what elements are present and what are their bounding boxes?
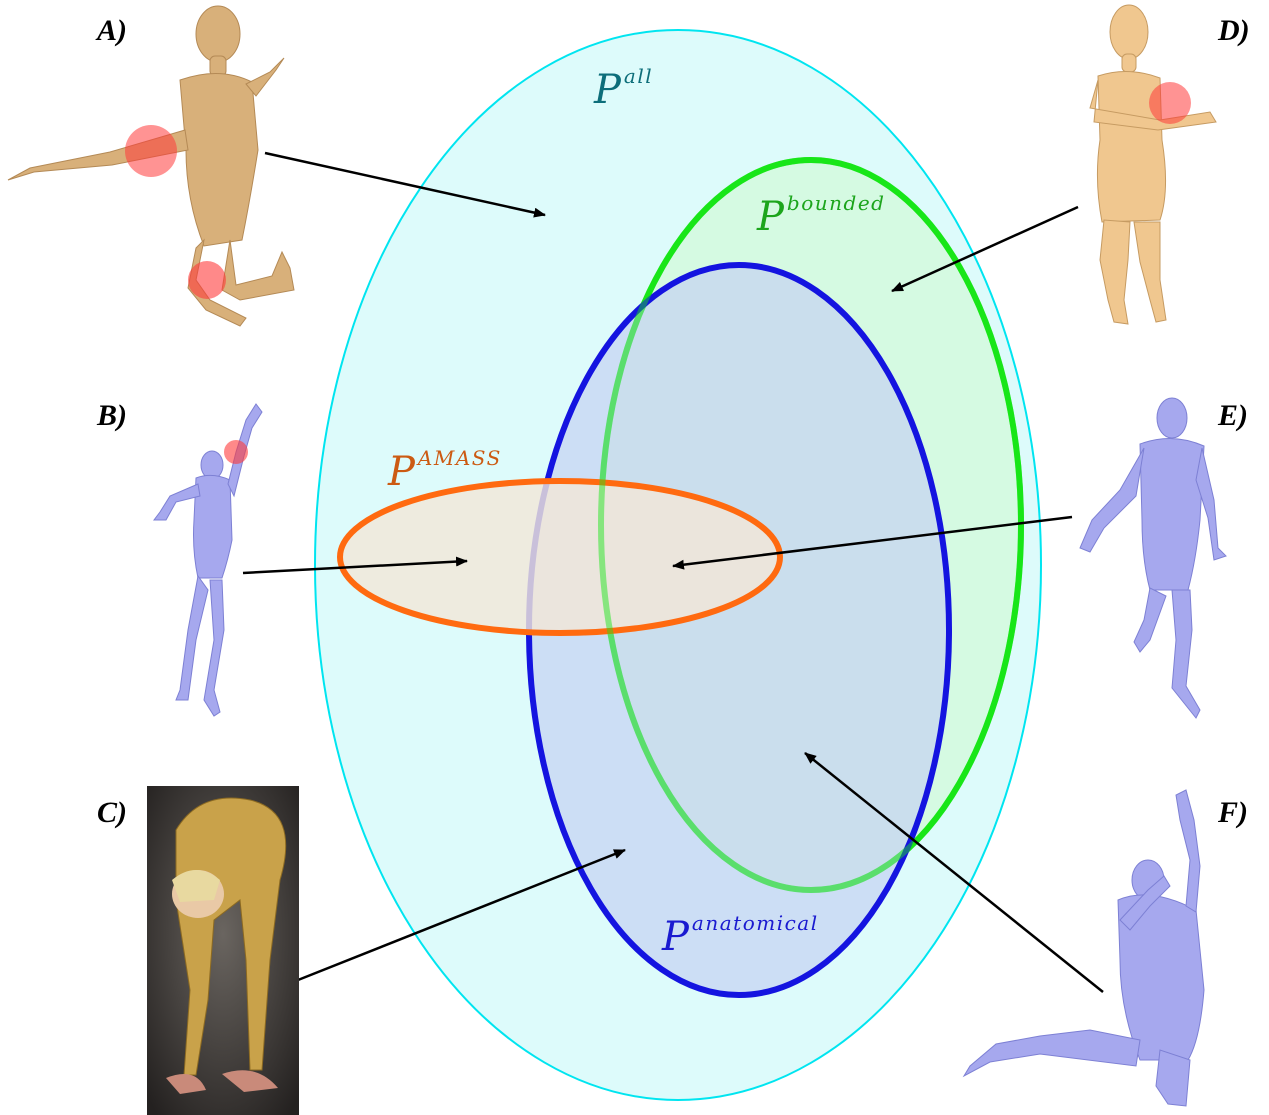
figure-a-joint-marker	[125, 125, 177, 177]
figure-d-joint-marker	[1149, 82, 1191, 124]
panel-label-a: A)	[95, 14, 127, 47]
panel-label-f: F)	[1217, 796, 1248, 829]
panel-label-e: E)	[1217, 399, 1248, 432]
panel-label-d: D)	[1217, 14, 1250, 47]
figure-e-body	[1080, 398, 1226, 718]
figure-a-joint-marker	[188, 261, 226, 299]
figure-d-body	[1090, 5, 1216, 324]
panel-label-b: B)	[96, 399, 127, 432]
figure-f-body	[964, 790, 1204, 1106]
figure-c-photo	[147, 786, 299, 1115]
set-amass-ellipse	[340, 481, 780, 633]
figure-b-joint-marker	[224, 440, 248, 464]
panel-label-c: C)	[97, 796, 127, 829]
